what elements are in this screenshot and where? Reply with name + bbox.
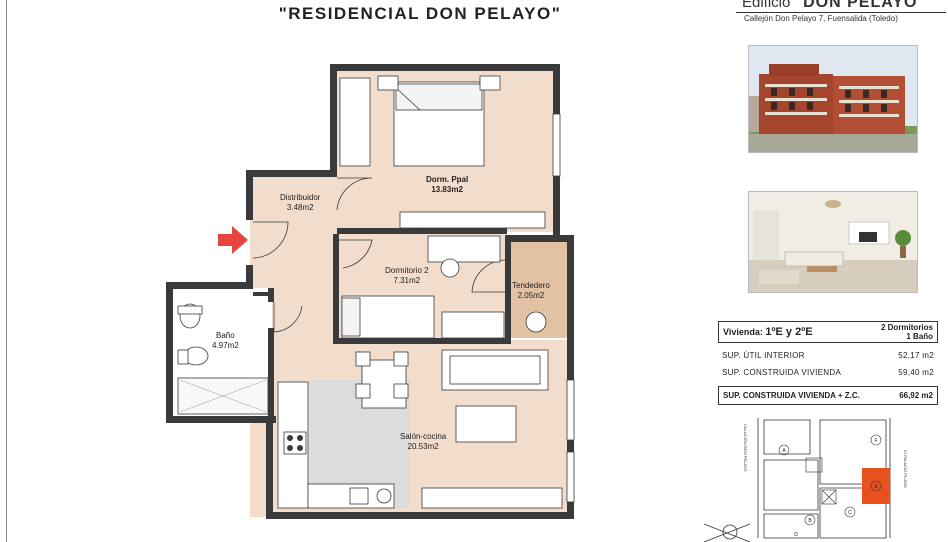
spec-row-total: SUP. CONSTRUIDA VIVIENDA + Z.C. 66,92 m2: [718, 386, 938, 405]
site-block-b: B: [808, 518, 812, 524]
room-distribuidor-name: Distribuidor: [280, 193, 321, 202]
stove-burners: [287, 435, 303, 451]
spec-row-construida: SUP. CONSTRUIDA VIVIENDA 59,40 m2: [722, 368, 936, 377]
furniture: [177, 75, 563, 509]
building-prefix: Edificio: [742, 0, 791, 11]
room-dormitorio2: Dormitorio 2 7.31m2: [385, 266, 429, 286]
room-bano-area: 4.97m2: [212, 341, 239, 350]
specs-header: Vivienda: 1ºE y 2ºE 2 Dormitorios 1 Baño: [718, 321, 938, 343]
spec-construida-value: 59,40 m2: [898, 368, 934, 377]
rooms-bathrooms: 1 Baño: [906, 332, 933, 341]
rooms-summary: 2 Dormitorios 1 Baño: [881, 323, 933, 341]
room-salon-area: 20.53m2: [407, 442, 439, 451]
spec-util-value: 52,17 m2: [898, 351, 934, 360]
room-dormitorio2-area: 7.31m2: [393, 276, 421, 285]
windows: [552, 113, 575, 503]
room-tendedero: Tendedero 2.05m2: [512, 281, 550, 301]
room-dorm-ppal-area: 13.83m2: [431, 185, 463, 194]
vivienda-label-text: Vivienda:: [723, 327, 763, 337]
title-underline: [736, 12, 946, 13]
room-tendedero-area: 2.05m2: [517, 291, 545, 300]
room-tendedero-name: Tendedero: [512, 281, 550, 290]
highlighted-block: [862, 468, 890, 504]
room-salon: Salón-cocina 20.53m2: [400, 432, 446, 452]
vivienda-label: Vivienda: 1ºE y 2ºE: [723, 326, 813, 338]
street-left-label: CALLEJÓN DON PELAYO: [743, 424, 748, 472]
spec-total-value: 66,92 m2: [899, 391, 933, 400]
vivienda-value: 1ºE y 2ºE: [765, 326, 813, 338]
room-distribuidor: Distribuidor 3.48m2: [280, 193, 320, 213]
rooms-bedrooms: 2 Dormitorios: [880, 323, 933, 332]
entry-arrow-icon: [218, 226, 248, 254]
room-distribuidor-area: 3.48m2: [286, 203, 314, 212]
room-dormitorio2-name: Dormitorio 2: [385, 266, 429, 275]
page-border: [6, 0, 7, 542]
room-salon-name: Salón-cocina: [400, 432, 447, 441]
specs-table: Vivienda: 1ºE y 2ºE 2 Dormitorios 1 Baño…: [718, 321, 938, 405]
building-address: Callejón Don Pelayo 7, Fuensalida (Toled…: [744, 14, 898, 23]
spec-total-label: SUP. CONSTRUIDA VIVIENDA + Z.C.: [723, 391, 860, 400]
exterior-photo: [748, 45, 918, 153]
street-right-label: C/ PALACIO PLURIS: [903, 450, 908, 488]
spec-row-util: SUP. ÚTIL INTERIOR 52,17 m2: [722, 351, 936, 360]
room-dorm-ppal-name: Dorm. Ppal: [426, 175, 469, 184]
interior-photo: [748, 191, 918, 293]
site-block-e: E: [874, 484, 878, 490]
site-block-d: D: [794, 532, 798, 538]
site-block-c: C: [848, 510, 852, 516]
spec-construida-label: SUP. CONSTRUIDA VIVIENDA: [722, 368, 842, 377]
building-name: "DON PELAYO": [794, 0, 927, 11]
room-bano: Baño 4.97m2: [212, 331, 239, 351]
room-dorm-ppal: Dorm. Ppal 13.83m2: [426, 175, 468, 195]
page-title: "RESIDENCIAL DON PELAYO": [278, 4, 562, 23]
building-title: Edificio "DON PELAYO": [742, 0, 948, 12]
room-bano-name: Baño: [216, 331, 235, 340]
site-plan: A B C E F D CALLEJÓN DON PELAYO C/ PALAC…: [703, 418, 908, 542]
site-block-f: F: [874, 438, 877, 444]
site-block-a: A: [782, 448, 786, 454]
floor-plan: [166, 64, 575, 519]
spec-util-label: SUP. ÚTIL INTERIOR: [722, 351, 805, 360]
